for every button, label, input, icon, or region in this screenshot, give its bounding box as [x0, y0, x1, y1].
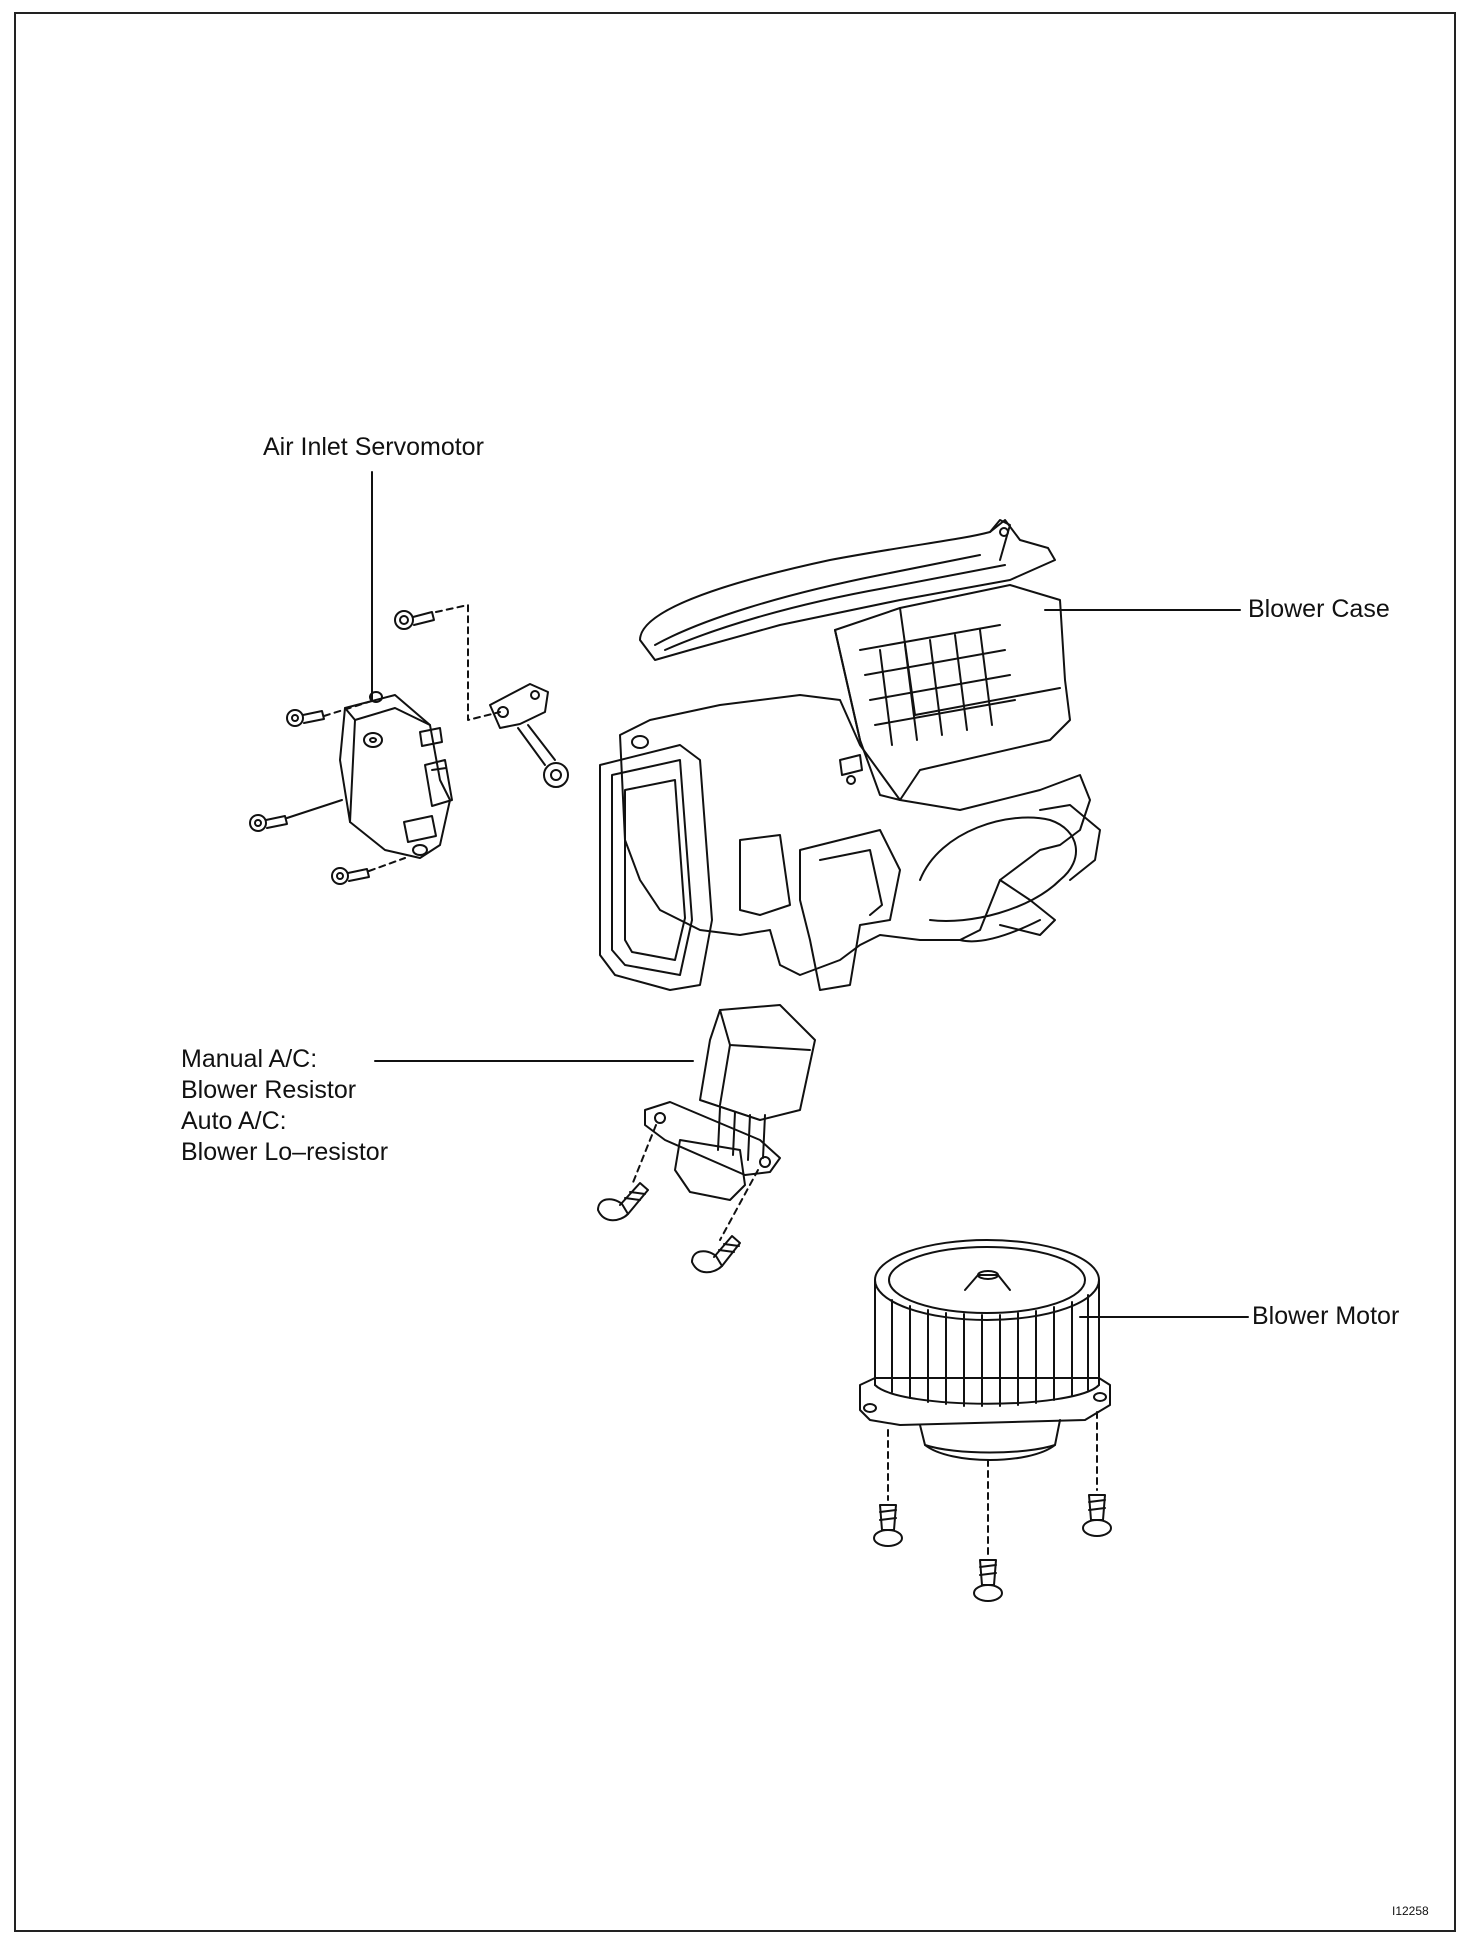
screw-icon — [332, 868, 369, 884]
screw-icon — [250, 815, 287, 831]
blower-motor-screws — [874, 1412, 1111, 1601]
servomotor-screws — [250, 611, 434, 884]
diagram-frame — [14, 12, 1456, 1932]
blower-case — [600, 520, 1100, 990]
servomotor-linkage — [287, 605, 568, 871]
label-blower-resistor-line-4: Blower Lo–resistor — [181, 1138, 389, 1166]
screw-icon — [874, 1505, 902, 1546]
blower-resistor — [645, 1005, 815, 1200]
label-air-inlet-servomotor: Air Inlet Servomotor — [263, 433, 484, 461]
blower-motor — [860, 1240, 1110, 1460]
resistor-screws — [598, 1125, 758, 1272]
figure-code: I12258 — [1392, 1904, 1429, 1918]
leader-lines — [372, 472, 1248, 1317]
screw-icon — [1083, 1495, 1111, 1536]
label-blower-motor: Blower Motor — [1252, 1302, 1400, 1330]
air-inlet-servomotor — [340, 692, 452, 858]
label-blower-resistor-line-1: Manual A/C: — [181, 1045, 318, 1073]
screw-icon — [974, 1560, 1002, 1601]
screw-icon — [287, 710, 324, 726]
label-blower-resistor-line-2: Blower Resistor — [181, 1076, 357, 1104]
label-blower-case: Blower Case — [1248, 595, 1390, 623]
label-blower-resistor-line-3: Auto A/C: — [181, 1107, 287, 1135]
screw-icon — [598, 1183, 648, 1220]
screw-icon — [395, 611, 434, 629]
screw-icon — [692, 1236, 740, 1272]
